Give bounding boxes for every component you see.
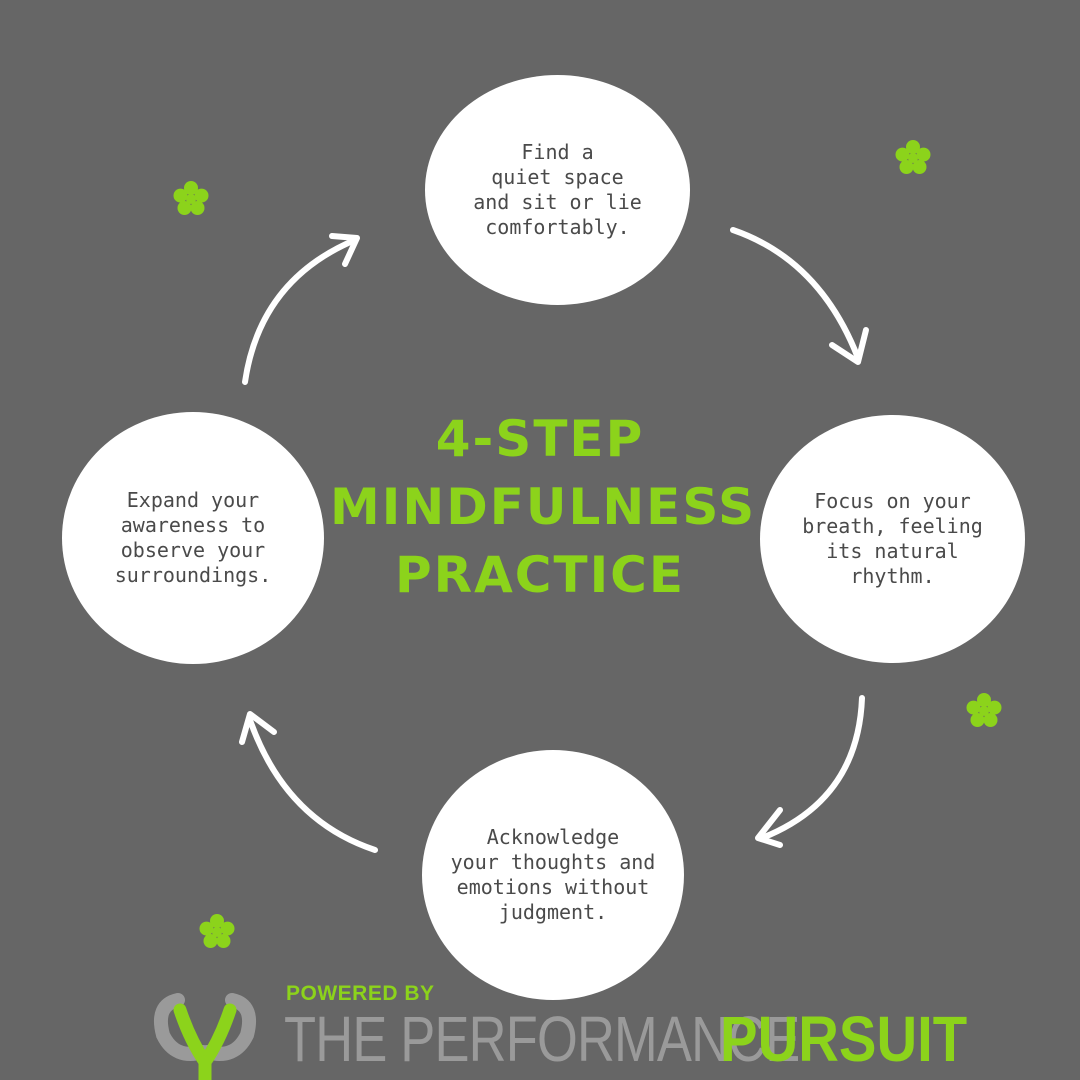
page-title: 4-STEP MINDFULNESS PRACTICE xyxy=(330,405,757,609)
arrow-icon xyxy=(755,695,865,848)
brand-name-part2: PURSUIT xyxy=(720,1003,968,1075)
brand-name-part1: THE PERFORMANCE xyxy=(284,1003,800,1075)
title-line-2: MINDFULNESS xyxy=(330,478,757,536)
powered-by-label: POWERED BY xyxy=(286,982,435,1005)
title-line-1: 4-STEP xyxy=(435,410,645,468)
step-circle-2: Focus on your breath, feeling its natura… xyxy=(760,415,1025,663)
flower-icon xyxy=(966,693,1002,727)
flower-icon xyxy=(199,914,235,948)
step-3-text: Acknowledge your thoughts and emotions w… xyxy=(450,825,656,924)
arrow-icon xyxy=(730,227,869,365)
brand-name: THE PERFORMANCE PURSUIT xyxy=(284,1000,967,1078)
step-circle-3: Acknowledge your thoughts and emotions w… xyxy=(422,750,684,1000)
flower-icon xyxy=(173,181,209,215)
arrow-icon xyxy=(242,233,360,385)
step-circle-1: Find a quiet space and sit or lie comfor… xyxy=(425,75,690,305)
step-circle-4: Expand your awareness to observe your su… xyxy=(62,412,324,664)
step-4-text: Expand your awareness to observe your su… xyxy=(114,488,272,587)
arrow-icon xyxy=(239,711,378,853)
logo-icon xyxy=(153,993,257,1080)
step-2-text: Focus on your breath, feeling its natura… xyxy=(802,489,983,588)
step-1-text: Find a quiet space and sit or lie comfor… xyxy=(473,140,642,239)
flower-icon xyxy=(895,140,931,174)
title-line-3: PRACTICE xyxy=(394,546,686,604)
